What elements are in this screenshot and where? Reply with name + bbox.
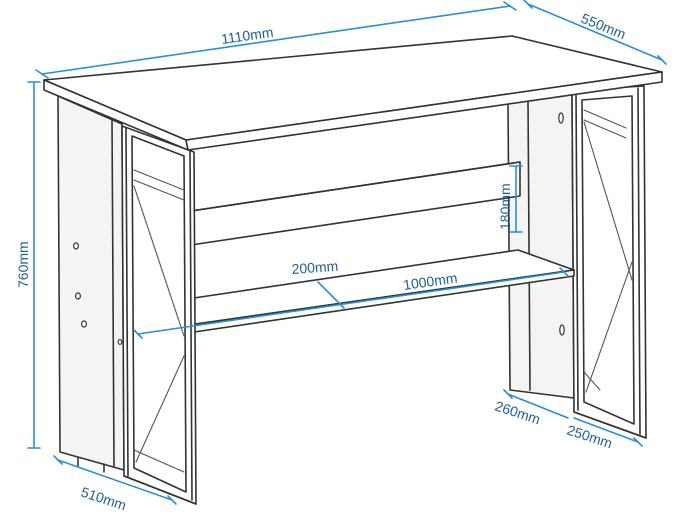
left-panel-edge xyxy=(111,119,115,467)
right-frame-inner xyxy=(581,95,635,425)
width-dimension-label: 1110mm xyxy=(220,24,274,47)
height-dimension-label: 760mm xyxy=(15,241,31,288)
right-panel-depth-line xyxy=(507,393,569,419)
shelf-depth-line xyxy=(317,281,345,309)
right-frame-bar xyxy=(583,119,627,139)
right-panel-edge xyxy=(527,99,531,391)
width-dimension-tick xyxy=(35,69,49,79)
right-panel-depth-tick xyxy=(503,389,513,399)
right-frame-foot-bar xyxy=(583,371,601,391)
right-panel-hole xyxy=(559,324,565,336)
desk-top-side-edge xyxy=(185,71,663,151)
left-frame-base xyxy=(123,475,197,505)
depth-dimension-label: 550mm xyxy=(579,10,628,42)
left-frame-inner xyxy=(131,135,187,493)
left-frame-brace xyxy=(133,185,185,337)
left-depth-tick xyxy=(167,495,177,505)
shelf-width-line xyxy=(137,271,565,335)
right-frame-depth-tick xyxy=(633,437,643,447)
left-panel-hole xyxy=(80,320,87,328)
right-frame-depth-label: 250mm xyxy=(565,422,614,452)
left-frame-post xyxy=(189,149,193,501)
right-side-panel xyxy=(507,91,575,399)
left-frame-bar xyxy=(133,179,185,201)
right-frame-post xyxy=(575,91,579,411)
right-frame-brace xyxy=(585,261,633,393)
left-panel-hole xyxy=(117,339,123,346)
back-panel xyxy=(143,161,521,253)
width-dimension-tick xyxy=(503,1,517,11)
left-panel-hole xyxy=(74,292,81,300)
shelf-width-tick xyxy=(559,267,569,277)
right-panel-depth-label: 260mm xyxy=(493,398,542,428)
depth-dimension-tick xyxy=(657,55,667,65)
back-panel-top-edge xyxy=(143,161,521,219)
depth-dimension-line xyxy=(527,3,663,61)
left-frame-foot-bar xyxy=(133,449,185,473)
width-dimension-line xyxy=(41,5,511,75)
shelf-width-label: 1000mm xyxy=(402,270,458,293)
left-panel-hole xyxy=(72,242,79,250)
left-depth-line xyxy=(57,459,173,501)
right-frame-post xyxy=(637,87,641,435)
left-frame-post xyxy=(125,127,129,477)
left-depth-tick xyxy=(53,455,63,465)
depth-dimension-tick xyxy=(523,0,533,9)
shelf-width-tick xyxy=(133,329,143,339)
right-frame-bar xyxy=(583,109,627,129)
left-frame-bar xyxy=(133,169,185,191)
right-frame-brace xyxy=(583,121,633,281)
right-frame-base xyxy=(573,411,647,439)
back-panel-height-label: 180mm xyxy=(497,183,513,230)
right-panel-hole xyxy=(558,112,564,124)
left-depth-label: 510mm xyxy=(79,484,128,514)
left-frame-brace xyxy=(135,355,185,463)
shelf-depth-label: 200mm xyxy=(291,258,339,277)
right-frame-depth-line xyxy=(573,417,639,443)
